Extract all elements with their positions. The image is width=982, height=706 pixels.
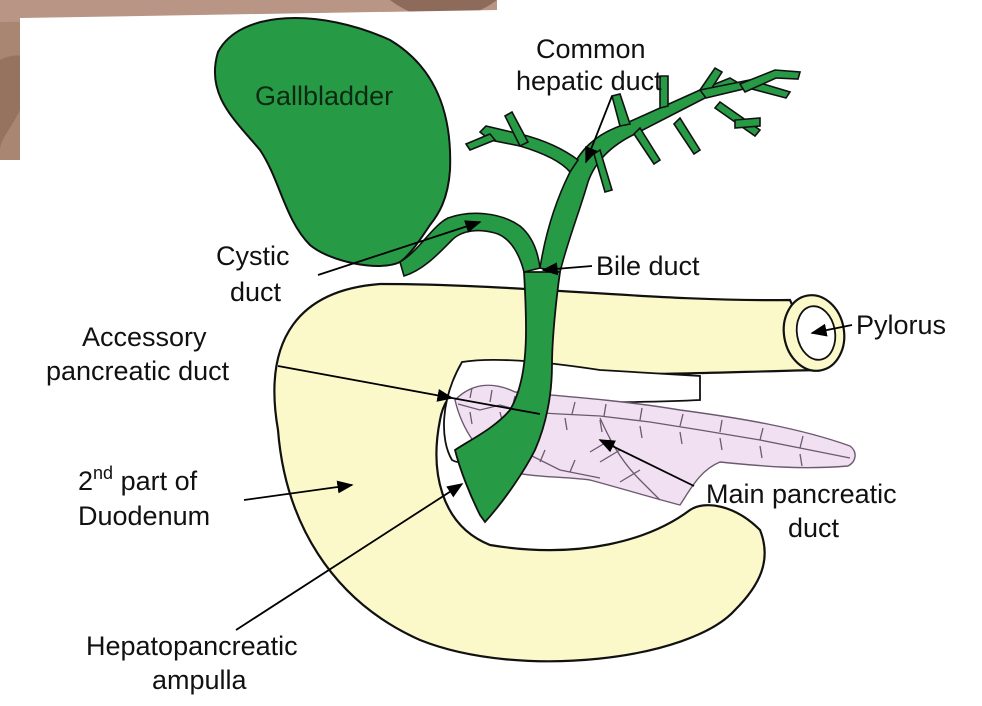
label-main-pancreatic-duct-1: Main pancreatic	[706, 479, 897, 509]
label-accessory-pancreatic-duct-2: pancreatic duct	[46, 356, 230, 386]
label-common-hepatic-duct-1: Common	[536, 34, 646, 64]
label-accessory-pancreatic-duct-1: Accessory	[82, 322, 207, 352]
label-main-pancreatic-duct-2: duct	[788, 513, 840, 543]
label-bile-duct: Bile duct	[596, 251, 700, 281]
label-pylorus: Pylorus	[856, 310, 946, 340]
label-hepatopancreatic-ampulla-1: Hepatopancreatic	[86, 631, 298, 661]
label-cystic-duct-1: Cystic	[216, 241, 290, 271]
label-gallbladder: Gallbladder	[255, 81, 393, 111]
label-duodenum-line2: Duodenum	[78, 501, 210, 531]
label-duodenum-ordinal: 2	[78, 466, 93, 496]
label-duodenum-rest: part of	[113, 466, 198, 496]
label-hepatopancreatic-ampulla-2: ampulla	[152, 665, 248, 695]
label-common-hepatic-duct-2: hepatic duct	[516, 66, 662, 96]
label-duodenum-superscript: nd	[93, 463, 113, 483]
label-cystic-duct-2: duct	[230, 277, 282, 307]
